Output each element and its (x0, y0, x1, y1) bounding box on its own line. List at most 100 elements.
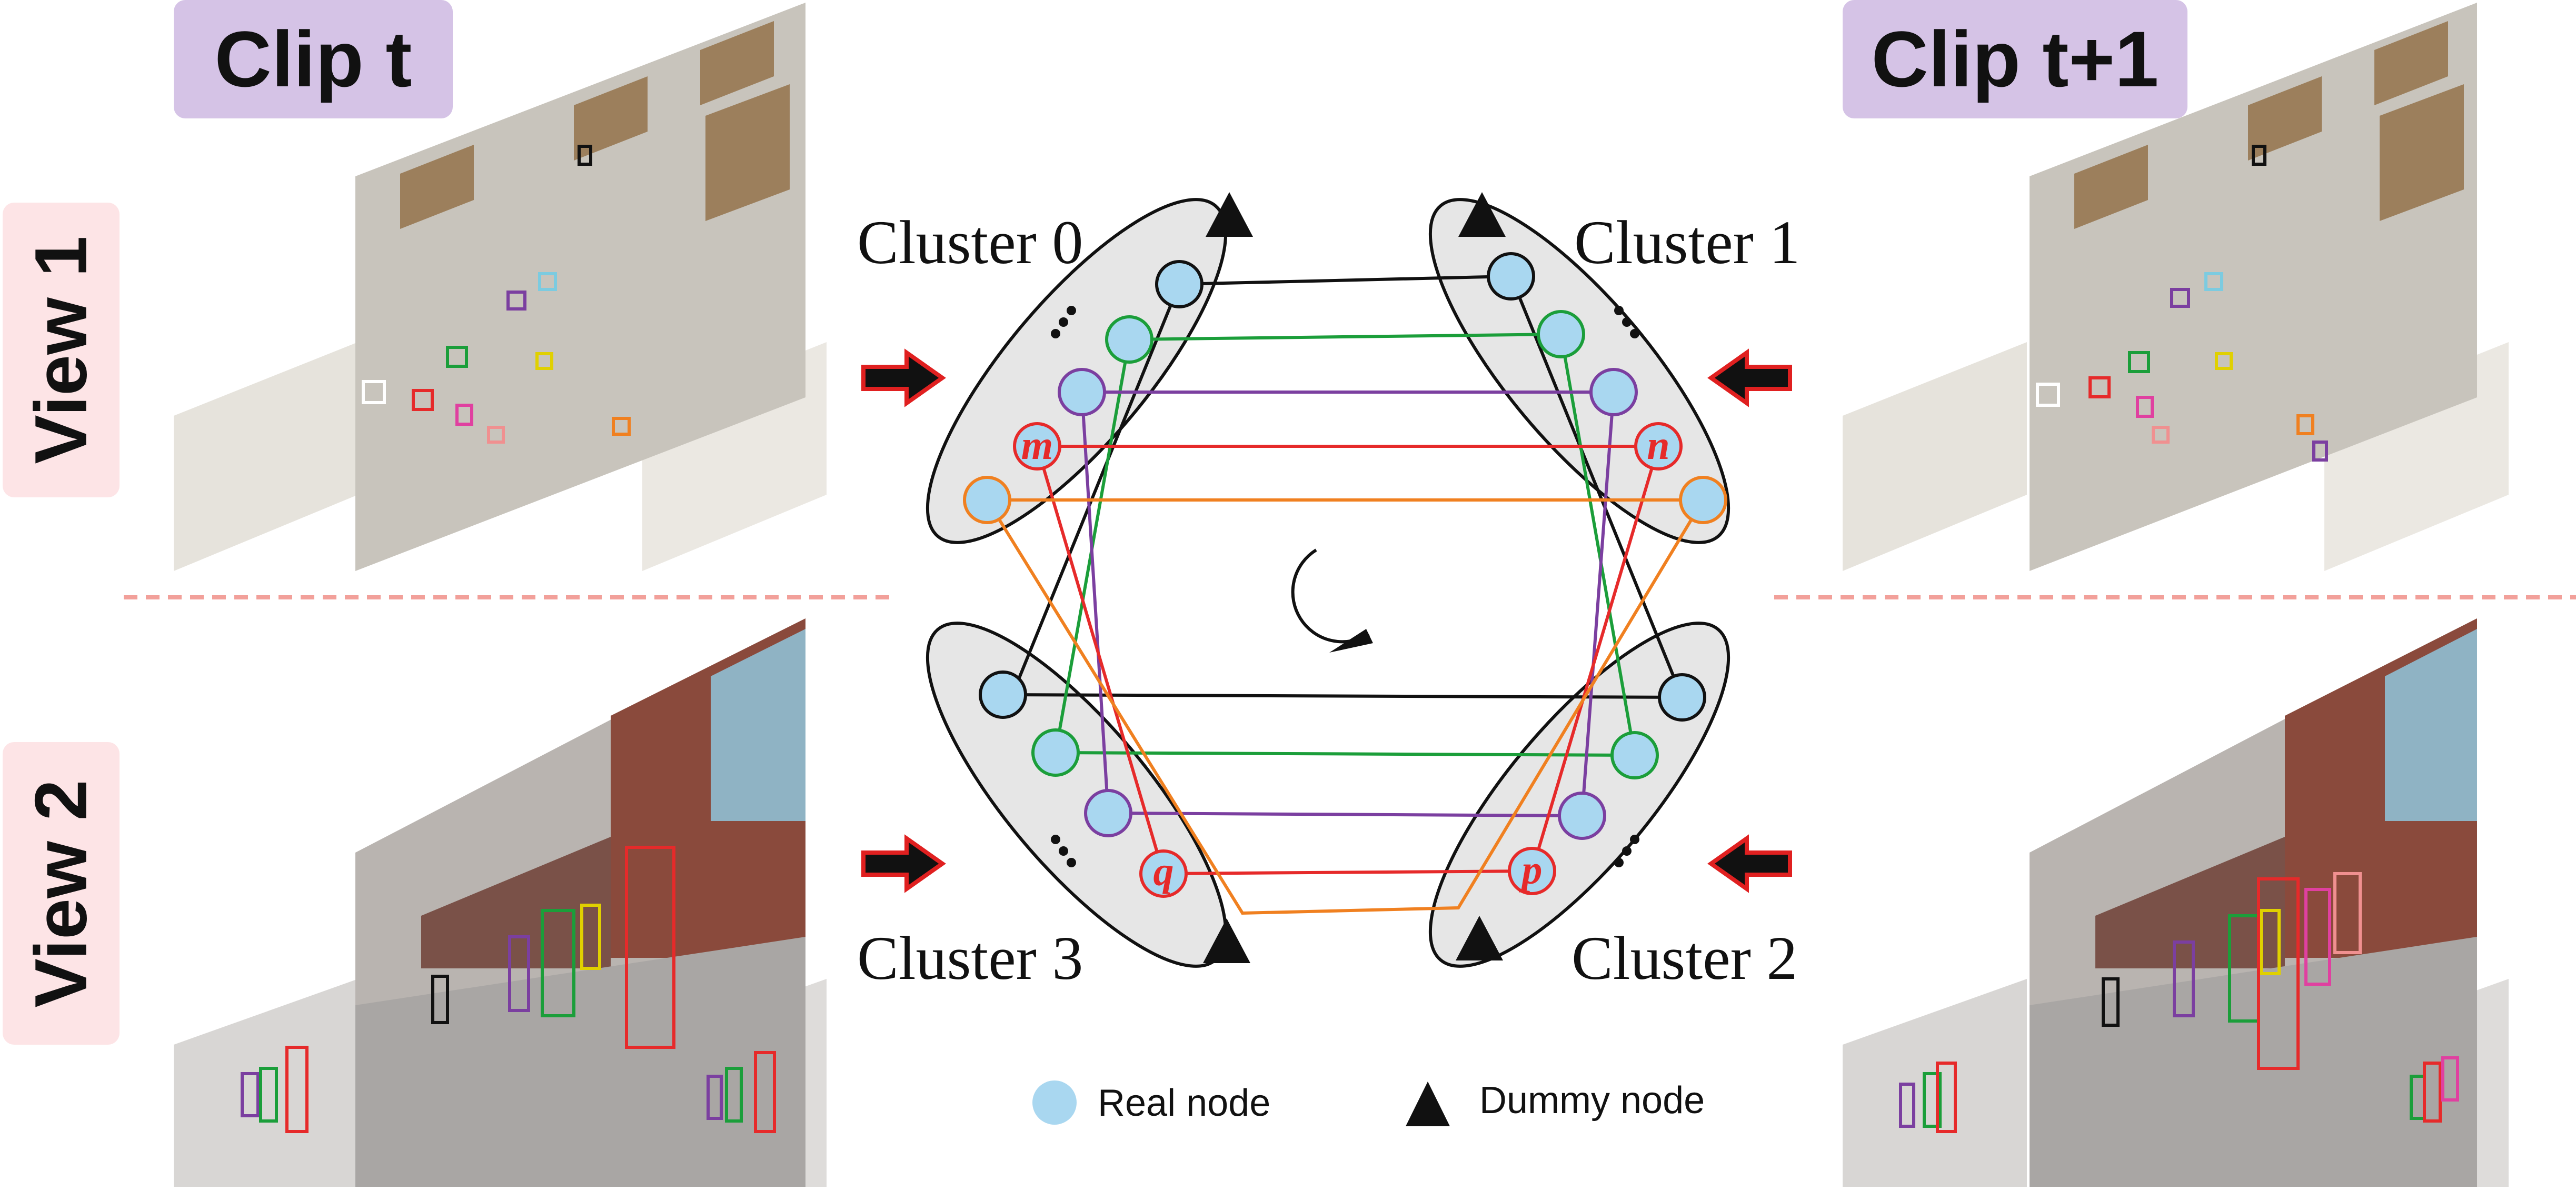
track-box (541, 909, 575, 1017)
real-node (1487, 252, 1535, 301)
track-box (2296, 414, 2314, 435)
track-box (1923, 1072, 1942, 1128)
track-box (2215, 352, 2233, 370)
real-node (1105, 315, 1153, 364)
legend-real-node-icon (1032, 1080, 1077, 1125)
dirt-patch (700, 21, 774, 105)
track-box (2173, 940, 2195, 1017)
track-box (754, 1051, 776, 1133)
track-box (2204, 272, 2223, 291)
frame-main (355, 3, 805, 571)
view-1-pill: View 1 (3, 203, 120, 497)
real-node (1031, 728, 1080, 777)
ground (355, 937, 805, 1187)
legend-dummy-label: Dummy node (1479, 1079, 1705, 1122)
real-node (1589, 368, 1638, 416)
track-box (538, 272, 557, 291)
ellipsis-dot (1051, 329, 1060, 338)
edge-black (1012, 283, 1181, 693)
cluster-3-label: Cluster 3 (857, 924, 1083, 993)
track-box (2252, 145, 2266, 166)
clip-t1-pill: Clip t+1 (1843, 0, 2187, 118)
track-box (2312, 441, 2328, 462)
edge-purple (1080, 392, 1110, 814)
edge-red (1036, 446, 1165, 874)
arrow-right-icon (861, 834, 946, 893)
arrow-left-icon (1707, 348, 1792, 407)
real-node-q (1139, 849, 1188, 898)
track-box (2423, 1062, 2442, 1123)
real-node (963, 476, 1011, 524)
ellipsis-dot (1614, 306, 1624, 315)
dirt-patch (2380, 84, 2464, 221)
track-box (1936, 1062, 1957, 1133)
clip-t-view2-frames (174, 618, 827, 1187)
real-node (1558, 792, 1606, 840)
real-node (1084, 789, 1132, 837)
ground (2030, 937, 2477, 1187)
track-box (707, 1075, 723, 1120)
track-box (2257, 877, 2300, 1070)
track-box (2036, 383, 2060, 407)
track-box (535, 352, 553, 370)
dummy-node (1458, 192, 1506, 237)
real-node (1155, 260, 1204, 308)
legend-real-label: Real node (1098, 1082, 1270, 1124)
track-box (412, 389, 434, 411)
real-node (1658, 673, 1706, 722)
dummy-node (1203, 918, 1250, 963)
real-node-m (1013, 422, 1061, 471)
frame-back-left (1843, 979, 2027, 1187)
track-box (2128, 351, 2150, 373)
track-box (1899, 1083, 1915, 1128)
dirt-patch (2374, 21, 2448, 105)
track-box (2152, 426, 2170, 444)
track-box (259, 1067, 278, 1123)
ellipsis-dot (1630, 329, 1639, 338)
cluster-2-label: Cluster 2 (1572, 924, 1797, 993)
track-box (2260, 909, 2281, 975)
arrow-right-icon (861, 348, 946, 407)
ellipsis-dot (1059, 317, 1068, 327)
track-box (2304, 888, 2331, 986)
dirt-patch (574, 76, 648, 161)
track-box (2136, 396, 2154, 418)
edge-red (1163, 869, 1533, 875)
node-label-p: p (1519, 847, 1543, 893)
node-label-q: q (1153, 848, 1174, 894)
building-low (421, 837, 611, 968)
real-node (1058, 368, 1106, 416)
ellipsis-dot (1059, 846, 1068, 856)
clip-t-view1-frames (174, 3, 827, 571)
frame-main (2030, 3, 2477, 571)
cluster-1-label: Cluster 1 (1574, 208, 1800, 277)
node-label-n: n (1647, 422, 1669, 468)
real-node-p (1508, 847, 1556, 895)
edge-orange (986, 499, 1705, 915)
frame-back-left (174, 979, 358, 1187)
track-box (431, 975, 449, 1024)
view-2-pill: View 2 (3, 742, 120, 1045)
clip-t1-label: Clip t+1 (1871, 15, 2159, 103)
edge-green (1055, 751, 1635, 757)
real-node (979, 670, 1027, 719)
building-low (2095, 837, 2285, 968)
track-box (2333, 872, 2362, 954)
cluster-0-label: Cluster 0 (857, 208, 1083, 277)
edge-purple (1108, 812, 1583, 817)
track-box (578, 145, 592, 166)
edge-green (1129, 333, 1561, 341)
clip-t-label: Clip t (214, 15, 412, 103)
dirt-patch (705, 84, 790, 221)
real-node (1610, 731, 1659, 779)
track-box (2102, 977, 2120, 1027)
ellipsis-dot (1051, 835, 1060, 844)
track-box (455, 404, 473, 426)
edge-black (1002, 693, 1683, 699)
ellipsis-dot (1067, 858, 1076, 867)
building-glass (2385, 629, 2477, 821)
ellipsis-dot (1622, 846, 1632, 856)
real-node (1679, 476, 1727, 524)
